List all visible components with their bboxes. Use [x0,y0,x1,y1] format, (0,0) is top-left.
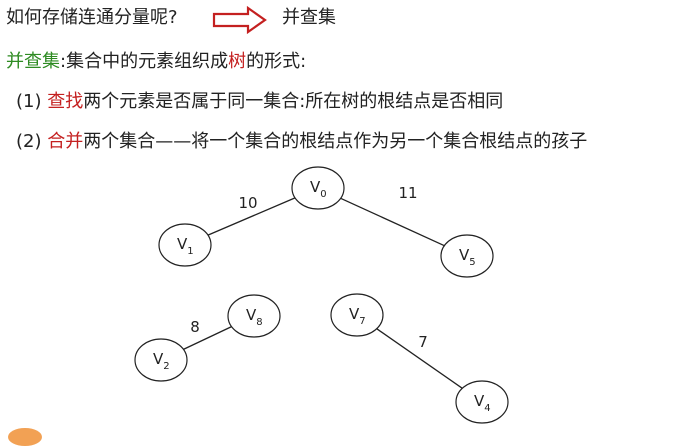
node-label: V8 [246,306,263,328]
point-text: 两个元素是否属于同一集合:所在树的根结点是否相同 [83,91,504,112]
edge-v0-v1 [207,197,296,236]
node-label-subscript: 4 [484,403,490,414]
node-circle [330,293,384,337]
point-number: (2) [16,131,42,152]
node-v5: V5 [440,234,494,278]
right-arrow-icon [212,6,267,34]
node-circle [291,166,345,210]
node-v8: V8 [227,294,281,338]
edge-v0-v5 [340,197,445,247]
definition-line: 并查集:集合中的元素组织成树的形式: [6,51,306,73]
node-label: V1 [177,235,194,257]
node-circle [134,338,188,382]
decorative-dot [8,428,42,446]
definition-pre: 集合中的元素组织成 [66,51,229,72]
node-label-base: V [459,246,470,264]
edge-v8-v2 [183,326,232,350]
node-circle [227,294,281,338]
node-label: V0 [310,178,327,200]
node-v0: V0 [291,166,345,210]
answer-text: 并查集 [282,7,336,28]
edge-weight-label: 11 [398,184,417,202]
question-text: 如何存储连通分量呢? [6,7,178,28]
node-v2: V2 [134,338,188,382]
node-label-subscript: 5 [469,257,475,268]
node-label-subscript: 7 [359,316,365,327]
point-keyword: 合并 [47,131,84,152]
point-union: (2) 合并两个集合——将一个集合的根结点作为另一个集合根结点的孩子 [16,131,587,153]
node-label-base: V [474,392,485,410]
definition-highlight: 树 [228,51,247,72]
point-number: (1) [16,91,42,112]
node-label-subscript: 2 [163,361,169,372]
node-circle [455,380,509,424]
node-label-base: V [349,305,360,323]
node-v1: V1 [158,223,212,267]
definition-term: 并查集 [6,51,60,72]
node-label: V5 [459,246,476,268]
edge-weight-label: 8 [190,318,200,336]
node-label-base: V [310,178,321,196]
edge-weight-label: 7 [418,333,428,351]
node-circle [440,234,494,278]
node-label: V2 [153,350,170,372]
node-v4: V4 [455,380,509,424]
node-label: V4 [474,392,491,414]
point-text: 两个集合——将一个集合的根结点作为另一个集合根结点的孩子 [83,131,588,152]
edge-weight-label: 10 [238,194,257,212]
definition-colon: : [60,51,67,72]
node-label-base: V [177,235,188,253]
point-find: (1) 查找两个元素是否属于同一集合:所在树的根结点是否相同 [16,91,503,113]
node-v7: V7 [330,293,384,337]
node-label-subscript: 8 [256,317,262,328]
node-label-base: V [246,306,257,324]
point-keyword: 查找 [47,91,84,112]
node-circle [158,223,212,267]
node-label-subscript: 1 [187,246,193,257]
node-label-base: V [153,350,164,368]
node-label: V7 [349,305,366,327]
node-label-subscript: 0 [320,189,326,200]
definition-post: 的形式: [246,51,307,72]
edge-v7-v4 [376,328,463,389]
